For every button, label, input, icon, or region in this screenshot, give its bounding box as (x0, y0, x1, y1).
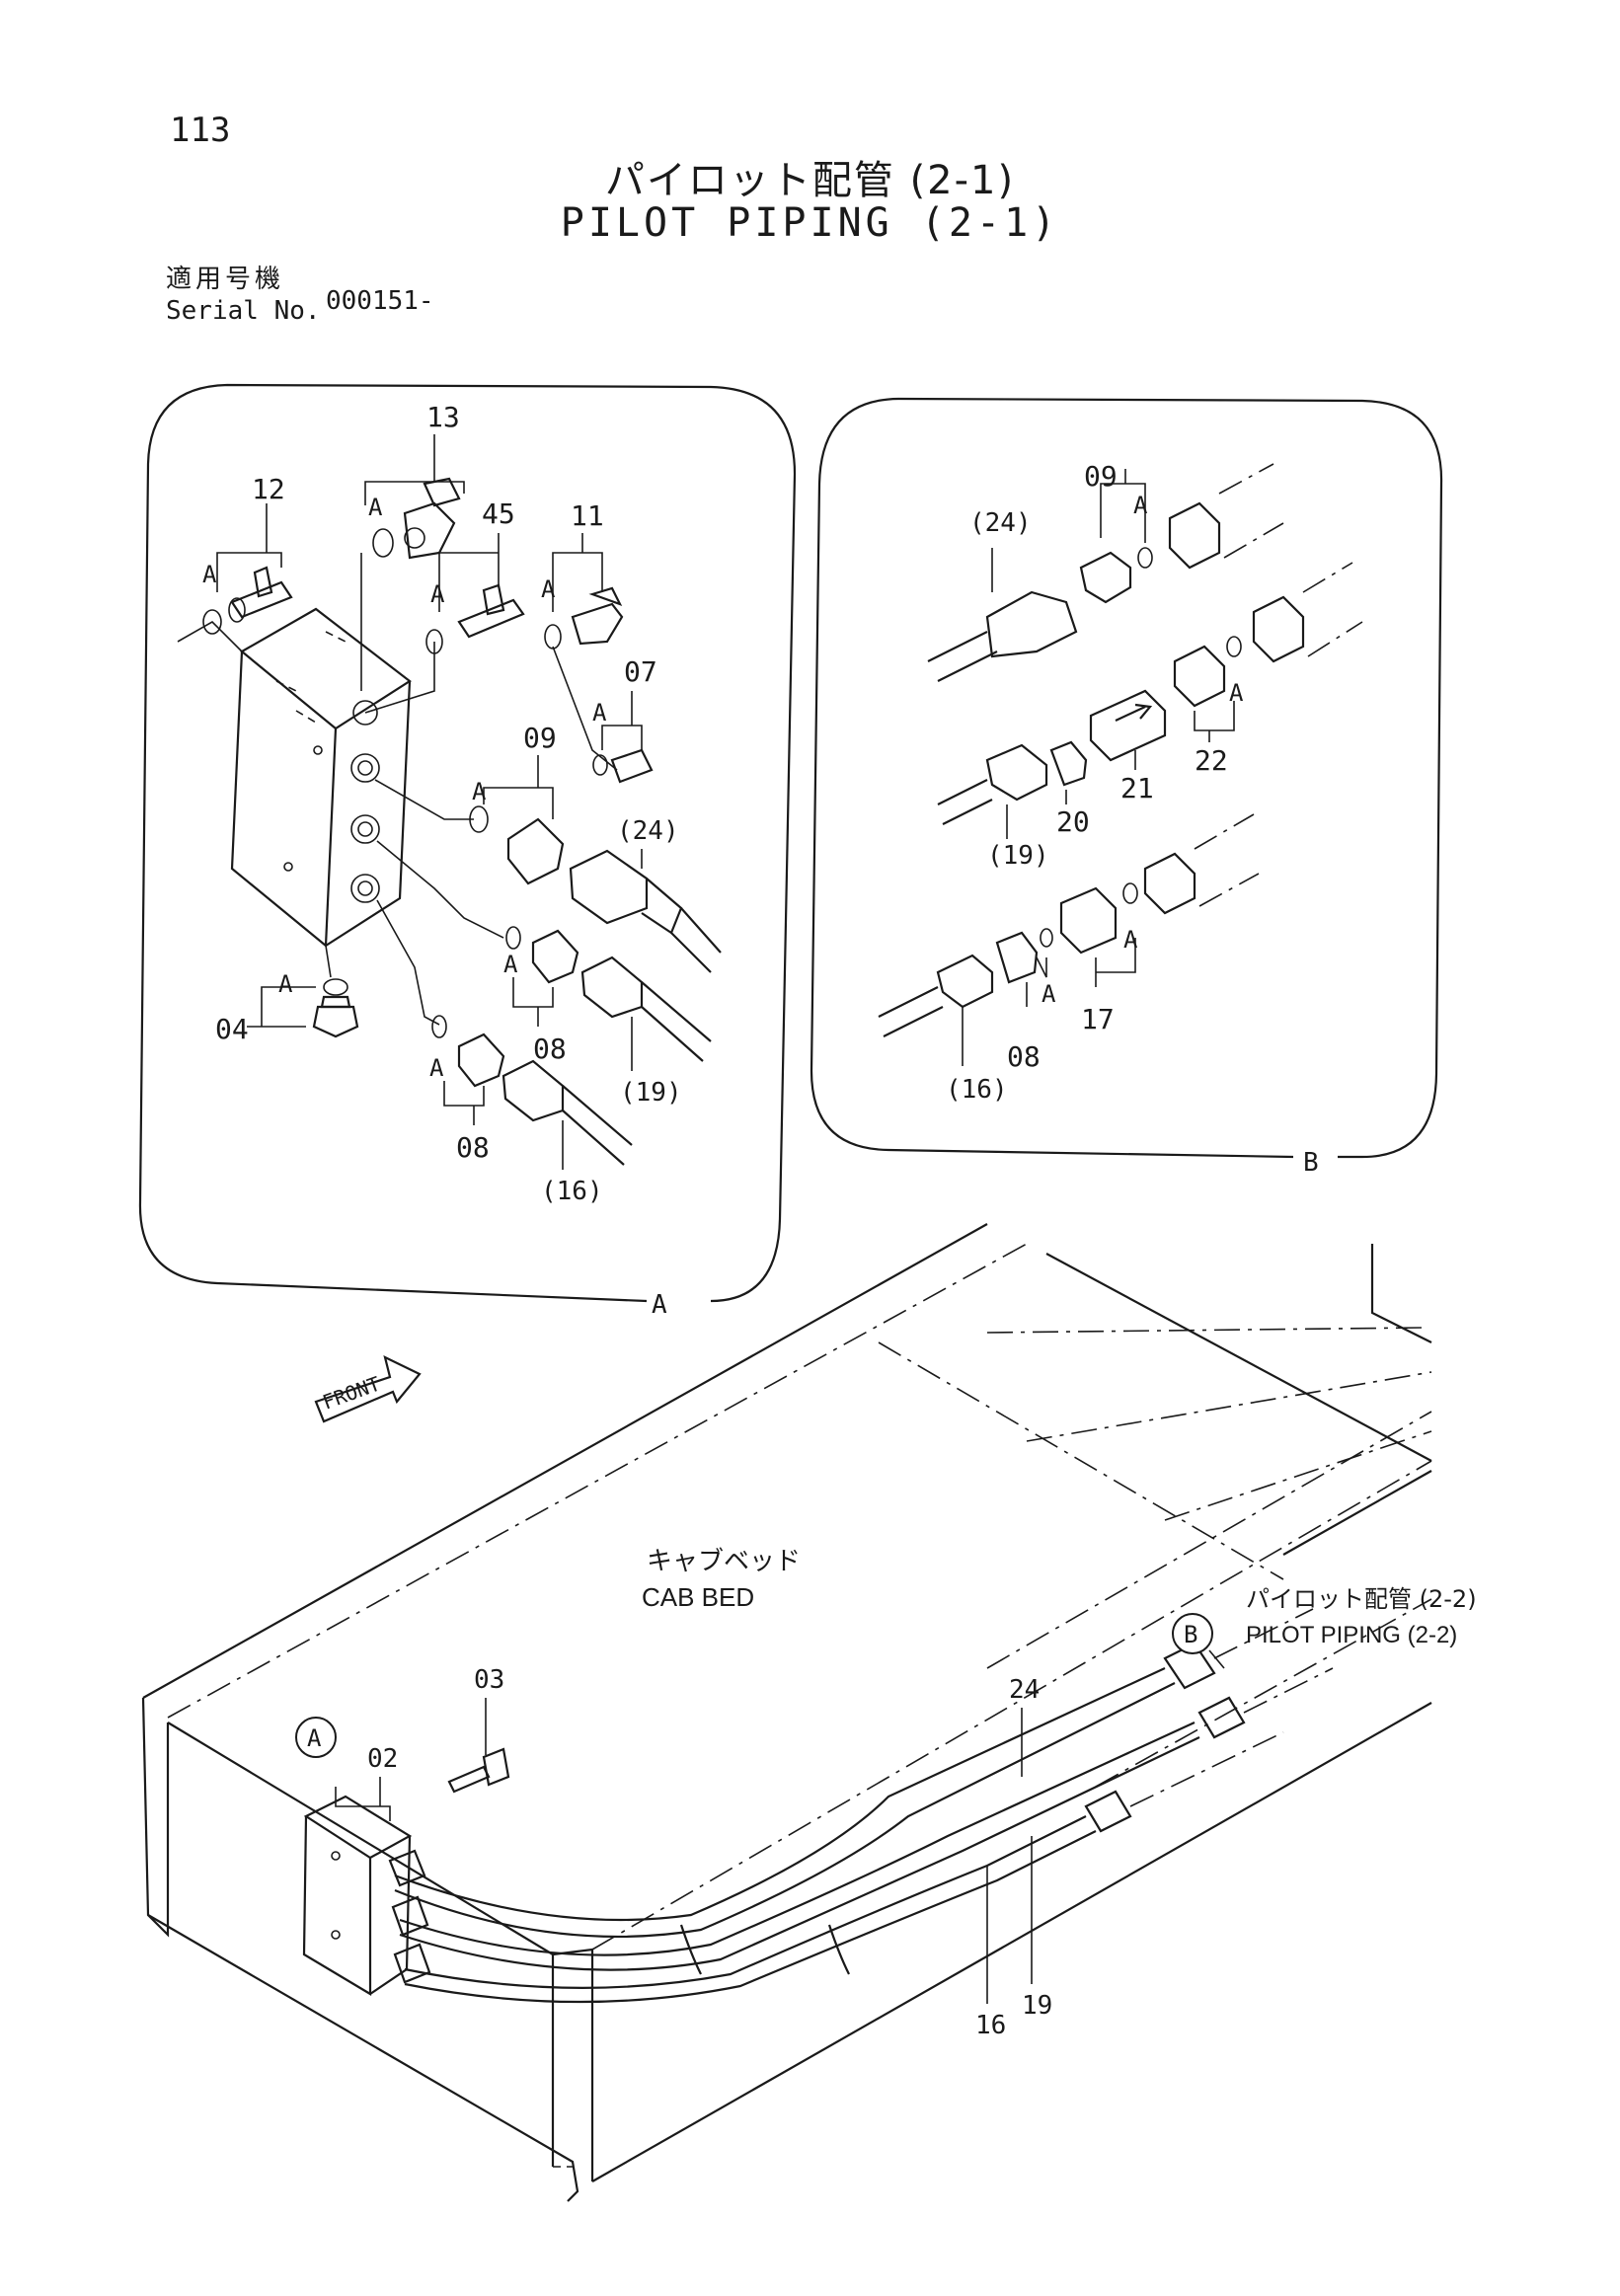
bracket-12 (216, 503, 282, 592)
letter-a-08-lower: A (429, 1054, 444, 1082)
callout-a-hose-24: (24) (617, 816, 679, 846)
callout-b-17: 17 (1081, 1003, 1115, 1035)
adapter-fitting-09-a (469, 805, 722, 973)
title-english: PILOT PIPING (2-1) (560, 200, 1060, 246)
letter-b-22: A (1229, 679, 1244, 707)
bracket-45 (438, 533, 500, 612)
callout-a-45: 45 (482, 497, 515, 530)
callout-main-03: 03 (474, 1665, 504, 1695)
front-arrow: FRONT (314, 1354, 422, 1423)
circle-a-label: A (307, 1724, 322, 1752)
cab-bed-structure (141, 1223, 1432, 2202)
callout-b-22: 22 (1195, 744, 1228, 777)
detail-b-upper-line (927, 463, 1284, 682)
circle-b-marker (1172, 1613, 1213, 1654)
callout-main-16: 16 (975, 2011, 1006, 2040)
tee-fitting-12 (202, 566, 293, 635)
letter-b-17: A (1123, 926, 1138, 954)
detail-b-frame: B (810, 397, 1443, 1178)
bolt-03 (447, 1698, 510, 1794)
letter-a-09: A (472, 778, 487, 805)
callout-a-13: 13 (426, 401, 460, 433)
elbow-fitting-11 (544, 586, 624, 650)
tee-fitting-45 (425, 583, 525, 654)
callout-b-09: 09 (1084, 460, 1118, 493)
letter-a-45: A (430, 580, 445, 608)
callout-a-hose-19: (19) (620, 1078, 682, 1108)
manifold-connection-lines (177, 553, 618, 1026)
circle-b-label: B (1184, 1621, 1197, 1648)
bracket-b-08 (1026, 957, 1047, 1007)
detail-b-frame-label: B (1303, 1148, 1319, 1178)
reference-label-english: PILOT PIPING (2-2) (1246, 1622, 1457, 1648)
callout-a-04: 04 (215, 1013, 249, 1045)
bracket-13 (364, 434, 465, 505)
callout-a-11: 11 (571, 499, 604, 532)
bracket-b-09 (1100, 469, 1146, 543)
letter-a-11: A (541, 575, 556, 603)
callout-b-hose-19: (19) (987, 841, 1049, 871)
callout-a-08-lower: 08 (456, 1131, 490, 1164)
callout-a-09: 09 (523, 722, 557, 754)
adapter-fitting-08-a (505, 926, 712, 1062)
manifold-block (230, 607, 412, 949)
bracket-08-b (443, 1081, 485, 1125)
title-japanese: パイロット配管 (2-1) (604, 158, 1016, 203)
callout-b-21: 21 (1120, 772, 1154, 804)
bracket-07 (601, 691, 643, 750)
serial-label-japanese: 適用号機 (166, 265, 285, 294)
plug-fitting-07 (592, 748, 654, 784)
adapter-fitting-08-b (431, 1015, 633, 1166)
cab-bed-label-english: CAB BED (642, 1582, 754, 1612)
callout-main-24: 24 (1009, 1675, 1040, 1705)
letter-a-07: A (592, 699, 607, 727)
circle-a-marker (295, 1717, 337, 1758)
callout-main-02: 02 (367, 1744, 398, 1774)
letter-a-08-upper: A (503, 951, 518, 978)
bracket-b-17 (1095, 938, 1136, 987)
main-hose-fittings (388, 1608, 1334, 1984)
serial-number-value: 000151- (326, 286, 434, 316)
plug-fitting-04 (312, 978, 359, 1038)
bracket-11 (552, 533, 603, 612)
letter-a-04: A (278, 970, 293, 998)
callout-a-12: 12 (252, 473, 285, 505)
callout-a-07: 07 (624, 655, 657, 688)
front-label: FRONT (320, 1372, 384, 1415)
bracket-04 (247, 986, 316, 1028)
detail-b-lower-line (878, 813, 1260, 1037)
callout-b-hose-16: (16) (946, 1075, 1008, 1105)
letter-b-08: A (1041, 980, 1056, 1008)
reference-label-japanese: パイロット配管 (2-2) (1246, 1585, 1477, 1613)
bracket-08-a (512, 977, 554, 1027)
cab-bed-label-japanese: キャブベッド (647, 1547, 801, 1576)
callout-b-20: 20 (1056, 805, 1090, 838)
bracket-09-a (483, 755, 554, 819)
letter-b-09: A (1133, 492, 1148, 519)
callout-a-hose-16: (16) (541, 1177, 603, 1206)
main-hose-bundle (394, 1667, 1200, 2004)
elbow-fitting-13 (372, 477, 461, 560)
page-number: 113 (170, 111, 231, 150)
callout-b-hose-24: (24) (969, 508, 1032, 538)
detail-a-frame: A (138, 383, 797, 1320)
detail-a-frame-label: A (652, 1290, 667, 1320)
serial-label-english: Serial No. (166, 296, 321, 326)
main-manifold-block (302, 1787, 413, 1996)
callout-main-19: 19 (1022, 1991, 1052, 2021)
callout-b-08: 08 (1007, 1040, 1041, 1073)
detail-b-middle-line (937, 562, 1363, 825)
callout-a-08-upper: 08 (533, 1033, 567, 1065)
letter-a-13: A (368, 494, 383, 521)
letter-a-12: A (202, 561, 217, 588)
bracket-b-22 (1194, 701, 1235, 742)
